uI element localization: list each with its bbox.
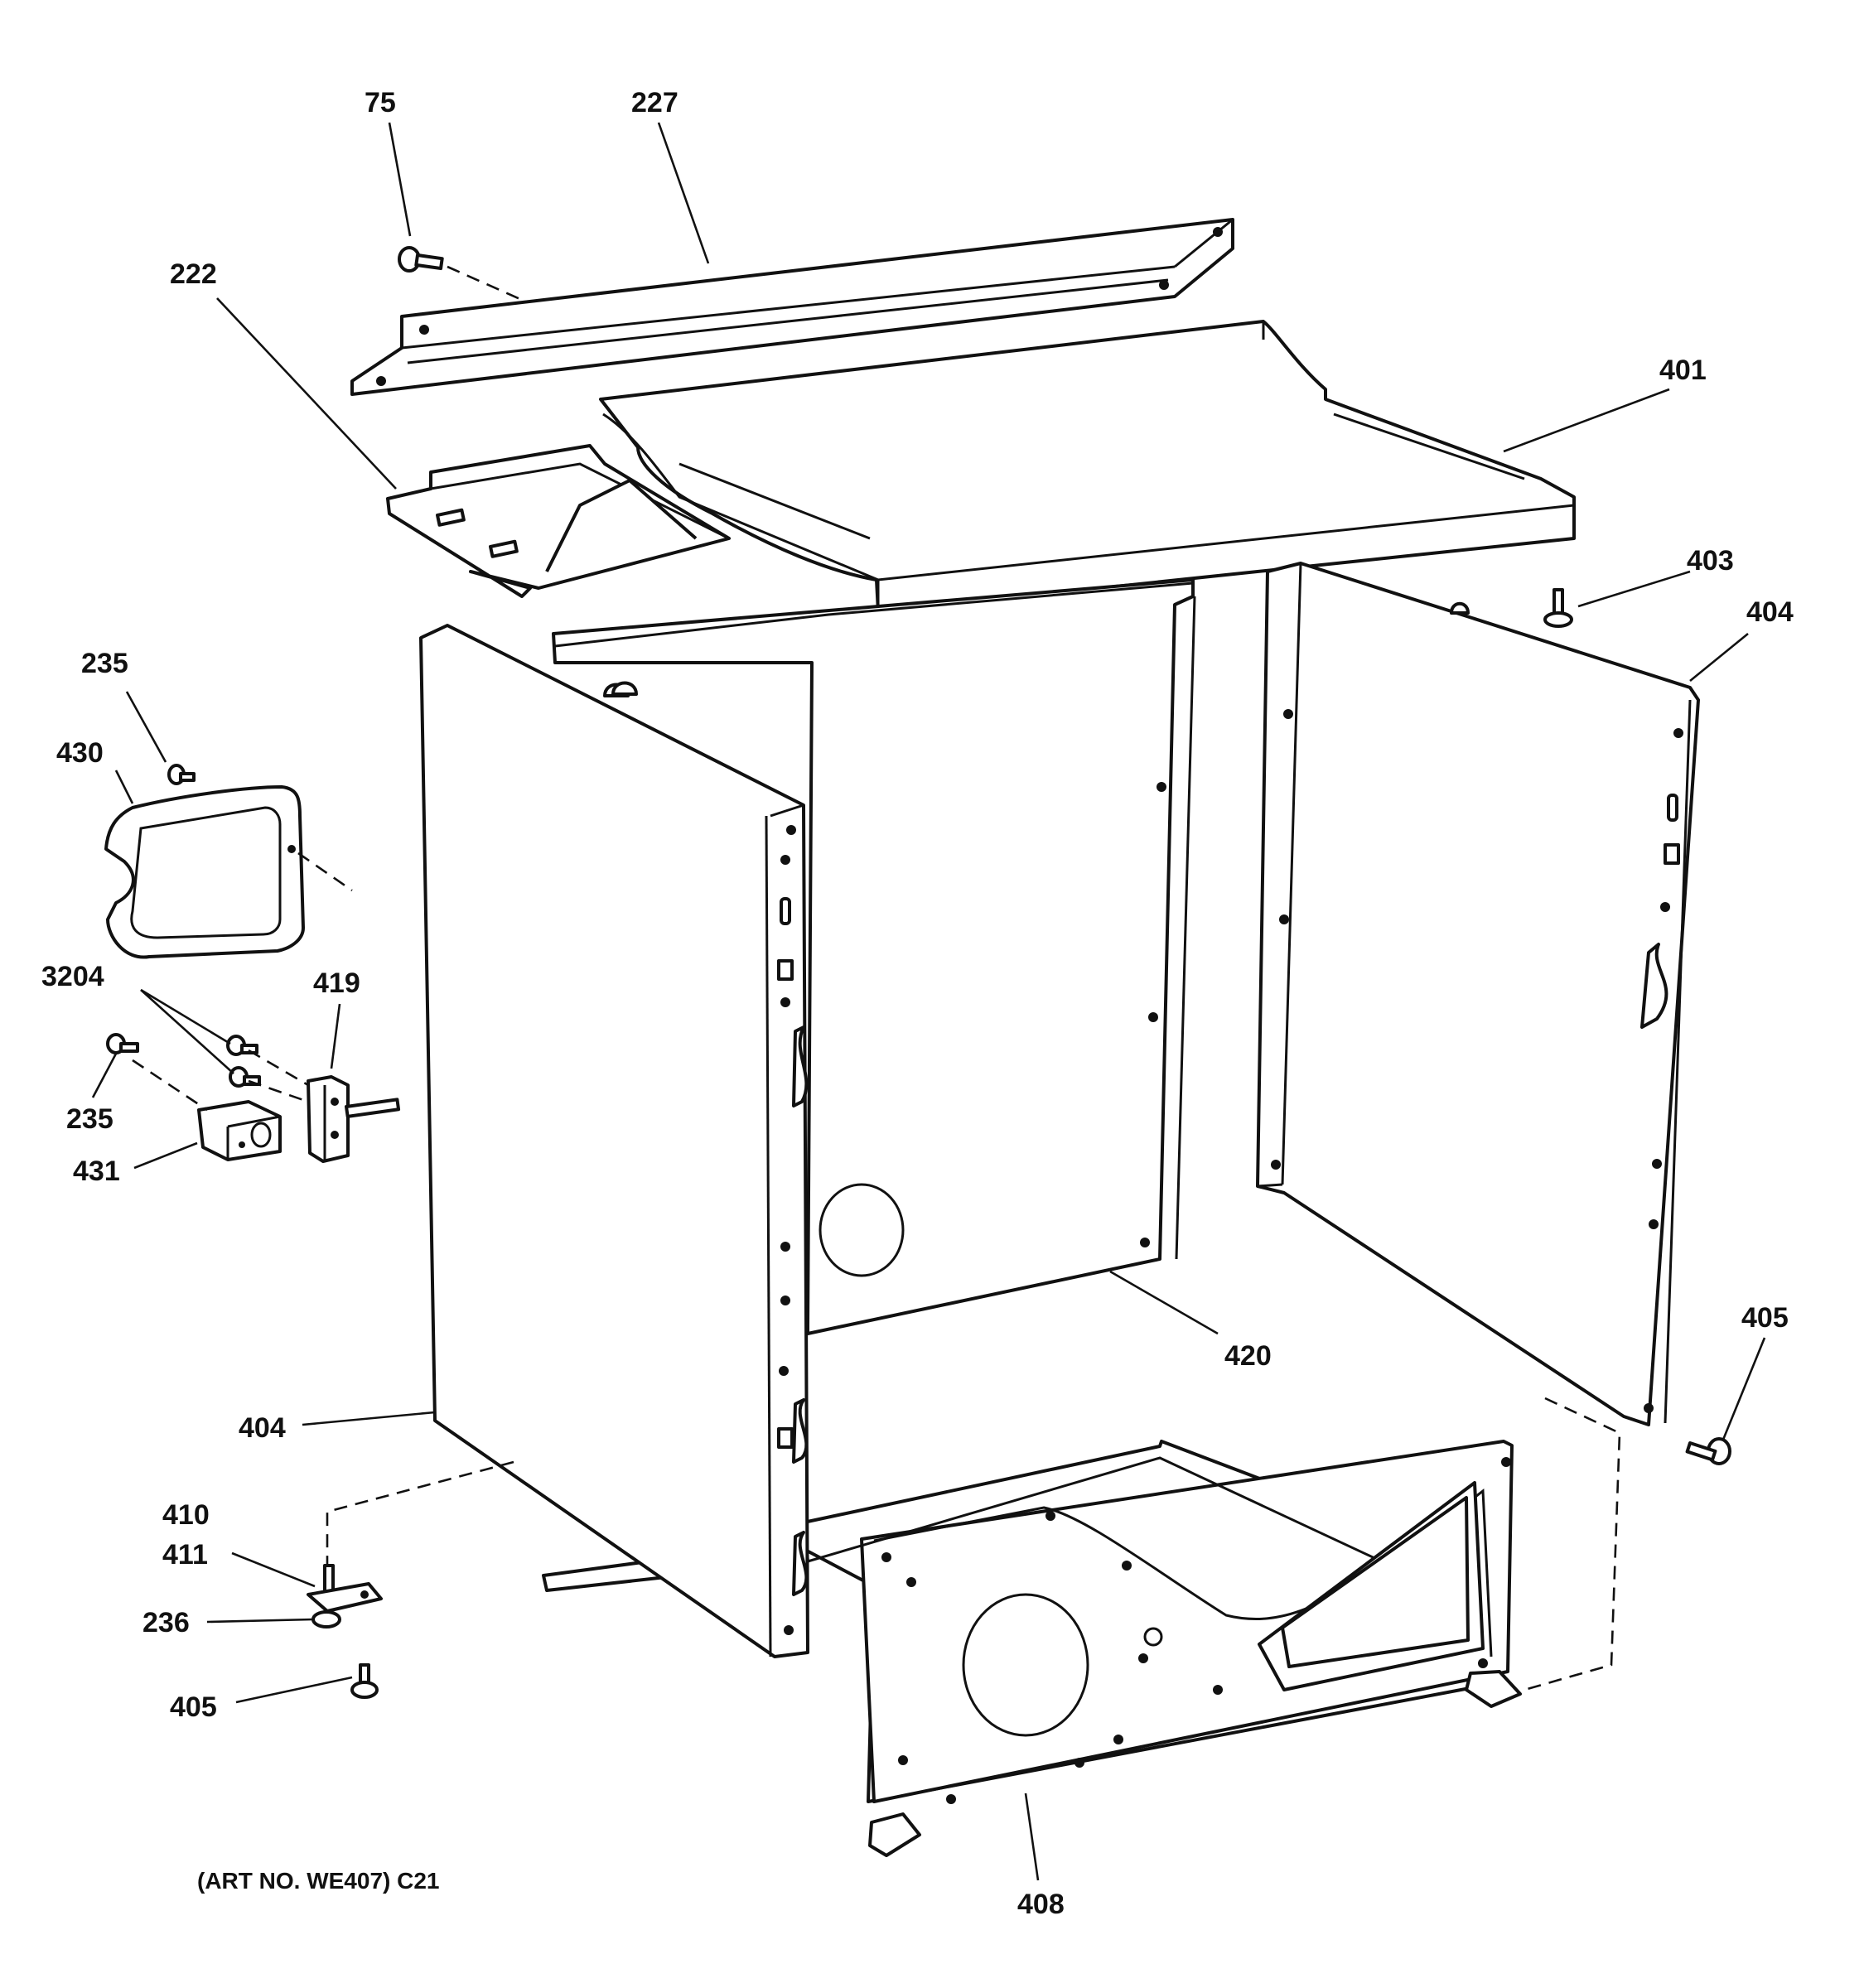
part-235-screw-top	[167, 764, 196, 785]
label-227: 227	[631, 87, 678, 118]
part-222-front-top-bracket	[386, 444, 731, 598]
leader-lines	[91, 122, 1766, 1881]
label-235-top: 235	[81, 648, 128, 679]
label-411: 411	[162, 1539, 208, 1571]
label-420: 420	[1224, 1340, 1272, 1372]
part-number-labels: 75 227 222 401 403 404 235 430 3204 419 …	[41, 87, 1794, 1920]
label-222: 222	[170, 258, 217, 290]
part-236-foot-pad	[311, 1610, 341, 1629]
part-75-screw	[398, 246, 523, 302]
label-410: 410	[162, 1499, 210, 1531]
label-236: 236	[142, 1607, 190, 1638]
part-405-screw-right	[1685, 1437, 1731, 1465]
label-408: 408	[1017, 1889, 1065, 1920]
assembly-dashed-lines	[132, 852, 1621, 1691]
part-408-base-frame	[542, 1440, 1522, 1857]
label-404-left: 404	[239, 1412, 286, 1444]
part-420-rear-panel	[552, 578, 1196, 1335]
part-430-opening-trim	[104, 785, 305, 959]
part-405-screw-left	[350, 1663, 379, 1699]
label-419: 419	[313, 967, 360, 999]
label-431: 431	[73, 1156, 120, 1187]
part-404-right-side-panel	[1256, 562, 1700, 1426]
label-405-left: 405	[170, 1691, 217, 1723]
label-430: 430	[56, 737, 104, 769]
label-403: 403	[1687, 545, 1734, 577]
part-3204-screws	[226, 1035, 261, 1088]
label-405-right: 405	[1741, 1302, 1789, 1334]
label-404-right: 404	[1746, 596, 1794, 628]
part-431-bracket	[197, 1100, 282, 1161]
part-235-screw-bottom	[106, 1033, 139, 1054]
label-3204: 3204	[41, 961, 104, 992]
part-401-top-panel	[599, 320, 1576, 613]
label-75: 75	[365, 87, 396, 118]
label-401: 401	[1659, 355, 1707, 386]
part-404-left-side-panel	[419, 624, 809, 1658]
art-number-caption: (ART NO. WE407) C21	[197, 1868, 440, 1894]
part-227-rear-top-rail	[350, 218, 1234, 396]
part-419-hinge	[307, 1075, 401, 1163]
part-410-411-leveling-leg	[307, 1564, 383, 1613]
part-403-screw	[1543, 588, 1573, 628]
label-235-bottom: 235	[66, 1103, 113, 1135]
